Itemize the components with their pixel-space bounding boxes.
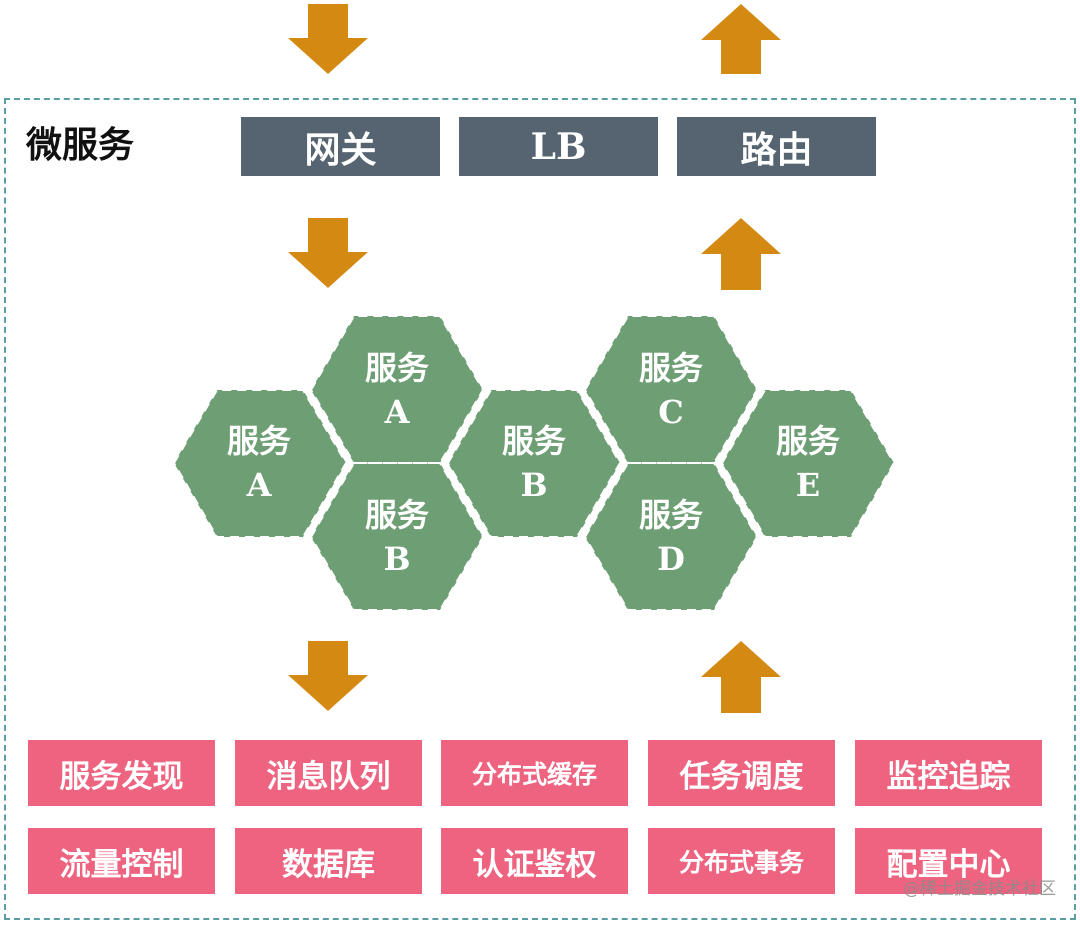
hexagon-service-d (585, 463, 757, 610)
hexagon-label: 服务 E (748, 419, 868, 507)
router-box: 路由 (677, 117, 876, 176)
component-distributed-cache: 分布式缓存 (441, 740, 628, 806)
section-title: 微服务 (26, 125, 135, 166)
hexagon-service-b-bottom (311, 463, 483, 610)
hexagon-label-line2: E (795, 466, 821, 504)
component-distributed-transaction: 分布式事务 (648, 828, 835, 894)
component-task-scheduling: 任务调度 (648, 740, 835, 806)
component-database: 数据库 (235, 828, 422, 894)
hexagon-service-a-top (311, 316, 483, 463)
arrow-down-icon (288, 4, 368, 74)
hexagon-service-e (722, 390, 894, 537)
hexagon-label-line1: 服务 (226, 422, 291, 460)
gateway-box: 网关 (241, 117, 440, 176)
microservice-boundary (4, 98, 1076, 920)
hexagon-label-line1: 服务 (775, 422, 840, 460)
arrow-up-icon (701, 4, 781, 74)
hexagon-label: 服务 A (199, 419, 319, 507)
hexagon-label: 服务 C (611, 346, 731, 434)
hexagon-label-line2: B (520, 466, 548, 504)
component-config-center: 配置中心 (855, 828, 1042, 894)
lb-box: LB (459, 117, 658, 176)
hexagon-label: 服务 D (611, 493, 731, 581)
hexagon-service-c (585, 316, 757, 463)
component-traffic-control: 流量控制 (28, 828, 215, 894)
hexagon-service-b-middle (448, 390, 620, 537)
hexagon-label: 服务 B (474, 419, 594, 507)
hexagon-label-line2: A (246, 466, 272, 504)
hexagon-service-a-left (174, 390, 346, 537)
arrow-down-icon (288, 641, 368, 711)
component-message-queue: 消息队列 (235, 740, 422, 806)
hexagon-label-line2: D (657, 540, 685, 578)
hexagon-label-line2: C (658, 393, 684, 431)
hexagon-label-line2: A (384, 393, 410, 431)
hexagon-label-line1: 服务 (364, 349, 429, 387)
arrow-down-icon (288, 218, 368, 288)
hexagon-label-line1: 服务 (638, 349, 703, 387)
hexagon-label-line1: 服务 (638, 496, 703, 534)
watermark: @稀土掘金技术社区 (903, 879, 1056, 899)
arrow-up-icon (701, 641, 781, 713)
hexagon-label-line1: 服务 (364, 496, 429, 534)
component-auth: 认证鉴权 (441, 828, 628, 894)
hexagon-label-line1: 服务 (501, 422, 566, 460)
component-monitoring-tracing: 监控追踪 (855, 740, 1042, 806)
hexagon-label-line2: B (383, 540, 411, 578)
hexagon-label: 服务 A (337, 346, 457, 434)
hexagon-label: 服务 B (337, 493, 457, 581)
arrow-up-icon (701, 218, 781, 290)
component-service-discovery: 服务发现 (28, 740, 215, 806)
